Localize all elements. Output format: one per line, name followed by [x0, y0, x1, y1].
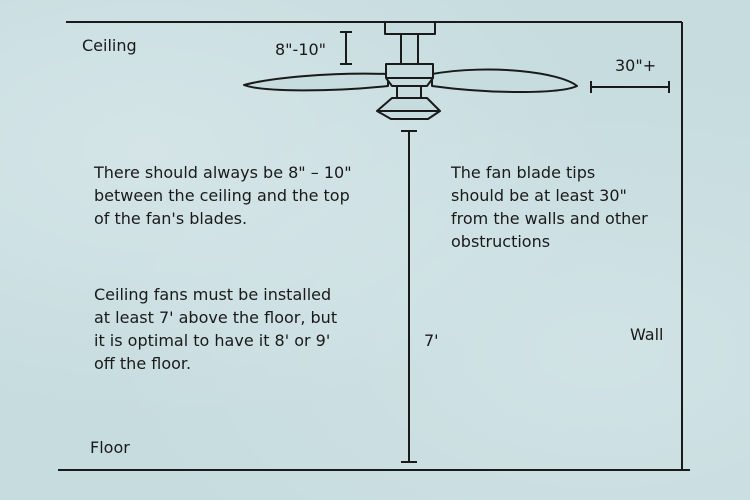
fan-switch-housing: [396, 85, 422, 99]
wall-gap-marker: [590, 81, 670, 93]
floor-label: Floor: [90, 438, 130, 457]
wall-gap-label: 30"+: [615, 56, 657, 75]
install-height-note: Ceiling fans must be installed at least …: [94, 285, 338, 373]
fan-blade-right: [431, 68, 578, 93]
ceiling-label: Ceiling: [82, 36, 137, 55]
height-marker: [401, 130, 417, 463]
ceiling-fan: [243, 21, 578, 120]
fan-canopy: [384, 21, 436, 35]
ceiling-gap-marker: [340, 31, 352, 65]
wall-clearance-note: The fan blade tips should be at least 30…: [451, 163, 648, 251]
height-label: 7': [424, 331, 439, 350]
fan-blade-left: [243, 72, 389, 92]
fan-motor-housing: [385, 63, 434, 87]
ceiling-gap-note: There should always be 8" – 10" between …: [94, 163, 352, 228]
fan-downrod: [400, 33, 419, 65]
ceiling-gap-label: 8"-10": [275, 40, 327, 59]
wall-label: Wall: [630, 325, 664, 344]
fan-light-kit: [376, 97, 441, 120]
